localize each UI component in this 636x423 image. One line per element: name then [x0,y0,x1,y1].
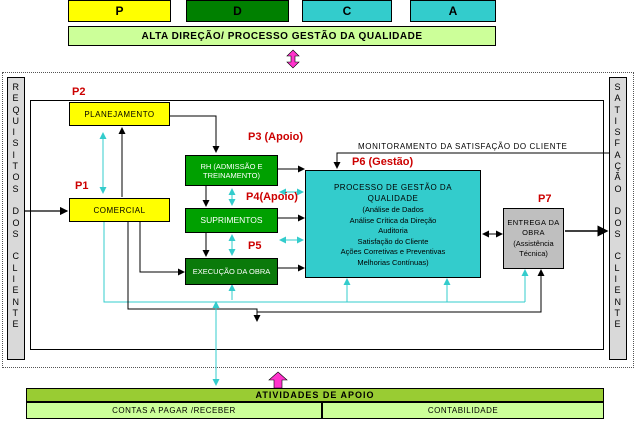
entrega-title: ENTREGA DA OBRA [507,218,560,237]
monitoramento-label: MONITORAMENTO DA SATISFAÇÃO DO CLIENTE [358,142,568,151]
pdca-p-box: P [68,0,171,22]
comercial-box: COMERCIAL [69,198,170,222]
gestao-item: Satisfação do Cliente [357,236,429,246]
label-p5: P5 [248,240,262,252]
gestao-title: PROCESSO DE GESTÃO DA QUALIDADE [333,183,453,203]
label-p7: P7 [538,193,552,205]
magenta-up-arrow [268,371,288,389]
label-p6: P6 (Gestão) [352,156,414,168]
entrega-sub: (Assistência Técnica) [513,239,554,258]
label-p2: P2 [72,86,86,98]
apoio-left-box: CONTAS A PAGAR /RECEBER [26,402,322,419]
gestao-box: PROCESSO DE GESTÃO DA QUALIDADE (Análise… [305,170,481,278]
inner-frame [30,100,604,350]
magenta-double-arrow [286,49,300,69]
apoio-title-bar: ATIVIDADES DE APOIO [26,388,604,402]
pdca-c-box: C [302,0,392,22]
label-p3: P3 (Apoio) [248,131,303,143]
outer-frame [2,72,634,368]
suprimentos-box: SUPRIMENTOS [185,208,278,233]
label-p4: P4(Apoio) [246,191,298,203]
gestao-item: Análise Crítica da Direção [349,215,437,225]
gestao-item: Auditoria [378,226,408,235]
rh-box: RH (ADMISSÃO E TREINAMENTO) [185,155,278,186]
gestao-item: (Análise de Dados [362,205,424,214]
gestao-item: Ações Corretivas e Preventivas [340,247,446,256]
planejamento-box: PLANEJAMENTO [69,102,170,126]
entrega-box: ENTREGA DA OBRA (Assistência Técnica) [503,208,564,269]
pdca-d-box: D [186,0,289,22]
label-p1: P1 [75,180,89,192]
pdca-a-box: A [410,0,496,22]
header-bar: ALTA DIREÇÃO/ PROCESSO GESTÃO DA QUALIDA… [68,26,496,46]
gestao-item: Melhorias Contínuas) [357,257,429,267]
apoio-right-box: CONTABILIDADE [322,402,604,419]
execucao-box: EXECUÇÃO DA OBRA [185,258,278,285]
